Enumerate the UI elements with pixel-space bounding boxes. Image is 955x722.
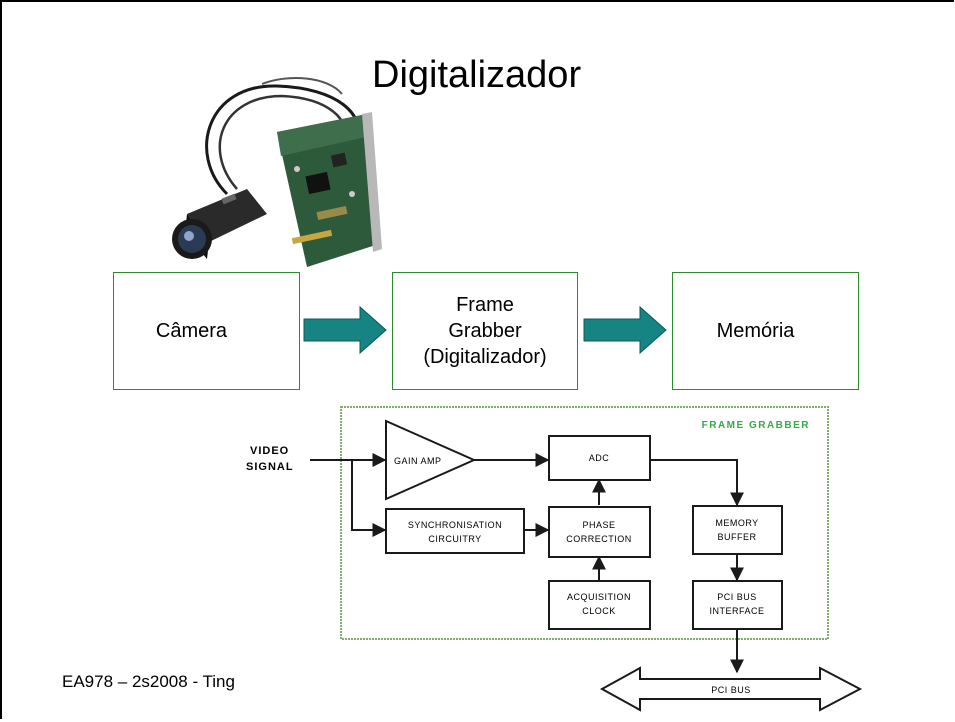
adc-label: ADC [589,453,610,463]
acquisition-clock-label-line-1: ACQUISITION [567,592,631,602]
acquisition-clock-label-line-2: CLOCK [582,606,616,616]
camera-and-frame-grabber-card-photo [172,77,382,267]
pci-bus-label: PCI BUS [711,685,751,695]
frame-grabber-label-line-3: (Digitalizador) [423,346,547,368]
pci-bus-interface-label-line-1: PCI BUS [717,592,757,602]
slide-title: Digitalizador [372,54,582,96]
synchronisation-label-line-1: SYNCHRONISATION [408,520,502,530]
gain-amp-label: GAIN AMP [394,456,442,466]
synchronisation-block [385,508,525,554]
camera-box: Câmera [113,272,300,390]
memory-buffer-label-line-1: MEMORY [715,518,758,528]
camera-label: Câmera [155,320,228,342]
gain-amp-block [385,419,477,501]
frame-grabber-label-line-2: Grabber [448,320,522,342]
frame-grabber-label-line-1: Frame [456,294,514,316]
acquisition-clock-block [548,580,651,630]
phase-correction-label-line-1: PHASE [582,520,615,530]
phase-correction-block [548,506,651,558]
pci-bus-interface-block [692,580,783,630]
frame-grabber-box: Frame Grabber (Digitalizador) [392,272,578,390]
flow-arrow-camera-to-grabber [303,305,387,355]
slide-footer: EA978 – 2s2008 - Ting [62,672,235,691]
pci-bus-arrow [599,666,863,712]
memory-box: Memória [672,272,859,390]
frame-grabber-panel-label: FRAME GRABBER [702,420,810,431]
video-signal-label-line-1: VIDEO [250,445,289,457]
flow-arrow-grabber-to-memory [583,305,667,355]
synchronisation-label-line-2: CIRCUITRY [428,534,481,544]
memory-buffer-label-line-2: BUFFER [718,532,757,542]
memory-label: Memória [716,320,795,342]
phase-correction-label-line-2: CORRECTION [566,534,632,544]
adc-block [548,435,651,481]
pci-bus-interface-label-line-2: INTERFACE [709,606,764,616]
video-signal-label-line-2: SIGNAL [246,461,294,473]
frame-grabber-panel [340,406,829,640]
memory-buffer-block [692,505,783,555]
